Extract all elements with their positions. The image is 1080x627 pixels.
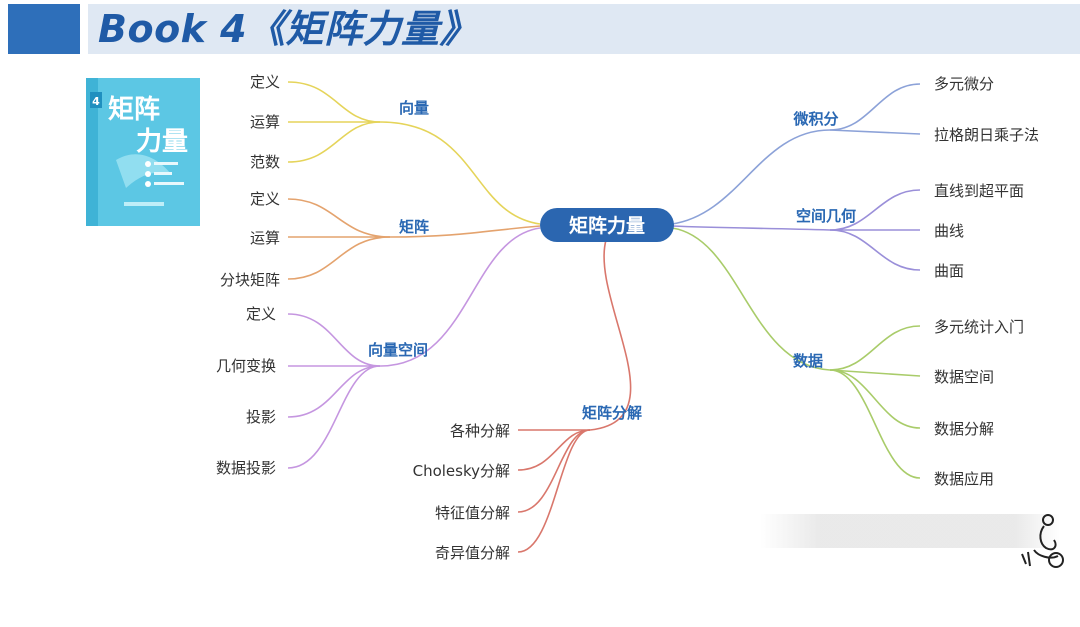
branch-calculus-curves [671, 83, 921, 225]
leaf-decomposition-1: 各种分解 [450, 422, 510, 440]
leaf-vector-1: 定义 [250, 73, 280, 91]
leaf-decomposition-2: Cholesky分解 [413, 462, 510, 480]
leaf-vectorspace-2: 几何变换 [216, 357, 276, 375]
branch-label-decomposition: 矩阵分解 [582, 404, 642, 422]
leaf-vectorspace-1: 定义 [246, 305, 276, 323]
branch-label-vector: 向量 [399, 99, 429, 117]
leaf-decomposition-3: 特征值分解 [435, 504, 510, 522]
leaf-matrix-3: 分块矩阵 [220, 271, 280, 289]
leaf-geometry-3: 曲面 [934, 262, 964, 280]
leaf-vector-3: 范数 [250, 153, 280, 171]
leaf-calculus-2: 拉格朗日乘子法 [934, 126, 1039, 144]
header-accent-block [8, 4, 80, 54]
branch-matrix-curves [287, 198, 541, 280]
branch-label-calculus: 微积分 [792, 110, 838, 128]
branch-label-data: 数据 [793, 352, 823, 370]
header: Book 4《矩阵力量》 [0, 0, 1080, 54]
svg-text:4: 4 [92, 95, 100, 108]
branch-vector-curves [287, 81, 541, 225]
header-band [88, 4, 1080, 54]
leaf-data-2: 数据空间 [934, 368, 994, 386]
book-cover-title-line1: 矩阵 [108, 95, 160, 125]
branch-geometry-curves [671, 189, 921, 271]
leaf-matrix-1: 定义 [250, 190, 280, 208]
leaf-matrix-2: 运算 [250, 229, 280, 247]
page-title: Book 4《矩阵力量》 [98, 7, 479, 51]
branch-label-matrix: 矩阵 [399, 218, 429, 236]
leaf-data-3: 数据分解 [934, 420, 994, 438]
leaf-data-4: 数据应用 [934, 470, 994, 488]
leaf-vectorspace-3: 投影 [246, 408, 276, 426]
leaf-calculus-1: 多元微分 [934, 75, 994, 93]
branch-label-geometry: 空间几何 [796, 207, 856, 225]
leaf-geometry-2: 曲线 [934, 222, 964, 240]
book-cover-title-line2: 力量 [136, 127, 188, 157]
leaf-decomposition-4: 奇异值分解 [435, 544, 510, 562]
center-node-label: 矩阵力量 [569, 214, 645, 237]
leaf-vectorspace-4: 数据投影 [216, 459, 276, 477]
reader-icon [1021, 514, 1064, 568]
center-node: 矩阵力量 [540, 208, 674, 242]
branch-data-curves [671, 227, 921, 479]
leaf-vector-2: 运算 [250, 113, 280, 131]
leaf-data-1: 多元统计入门 [934, 318, 1024, 336]
book-cover-image: 4 矩阵 力量 [86, 78, 200, 226]
branch-decomposition-curves [517, 239, 632, 553]
leaf-geometry-1: 直线到超平面 [934, 182, 1024, 200]
watermark-blur [760, 514, 1060, 548]
branch-label-vectorspace: 向量空间 [368, 341, 428, 359]
branch-vectorspace-curves [287, 227, 541, 469]
